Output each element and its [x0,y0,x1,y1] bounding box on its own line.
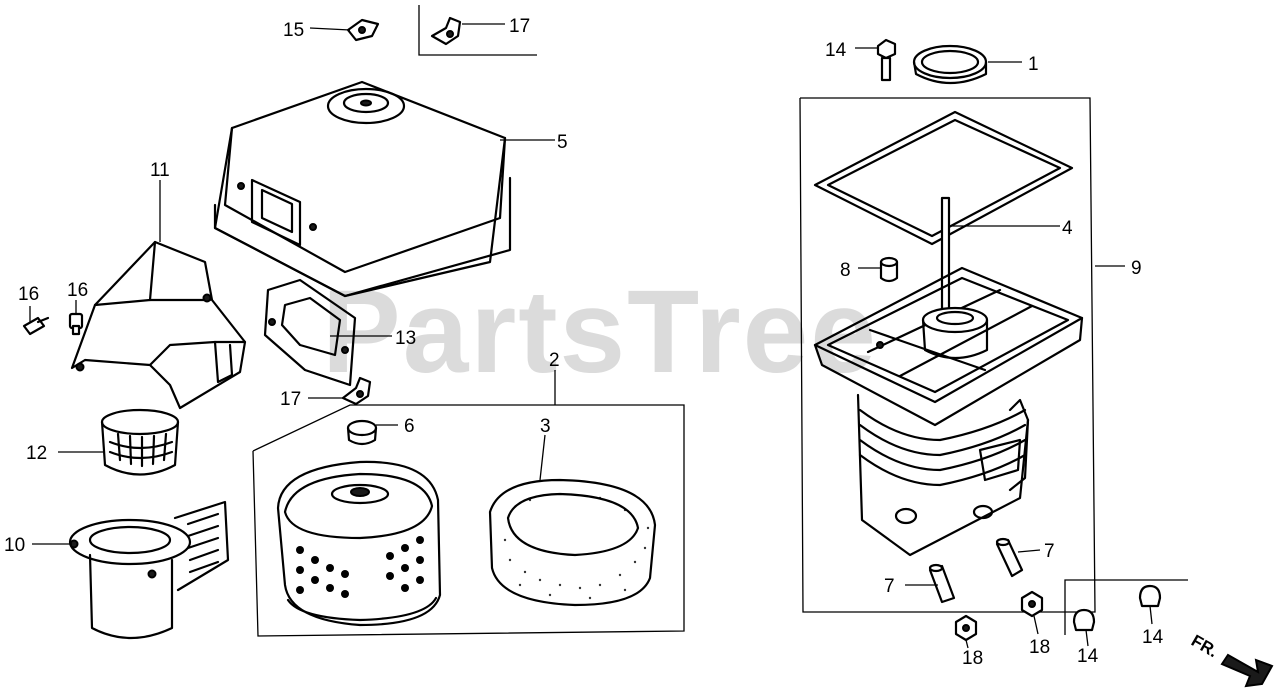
callout-16-a: 16 [18,284,39,305]
callout-7-a: 7 [1044,541,1055,562]
part-16-screw-b[interactable] [68,312,84,336]
part-2-paper-element[interactable] [276,460,442,627]
part-17-wing-nut-mid[interactable] [341,376,372,406]
callout-6: 6 [404,416,415,437]
callout-17-mid: 17 [280,389,301,410]
callout-14-top: 14 [825,40,847,61]
direction-label: FR. [1188,631,1221,661]
part-4-gasket[interactable] [813,110,1074,246]
leader-lines [29,23,1153,649]
part-5-air-cleaner-cover[interactable] [213,80,512,298]
part-13-gasket-plate[interactable] [263,278,357,387]
front-arrow-icon [1220,653,1274,688]
bracket-17-top [418,5,537,56]
callout-10: 10 [4,535,25,556]
part-14-cap-nut-b[interactable] [1138,584,1162,608]
part-3-foam-element[interactable] [488,478,657,607]
watermark: PartsTree [322,266,878,398]
part-18-nut-b[interactable] [1020,590,1044,618]
part-14-bolt-top[interactable] [876,38,897,82]
callout-3: 3 [540,416,551,437]
callout-2: 2 [549,350,560,371]
callout-14-a: 14 [1077,646,1099,667]
callout-12: 12 [26,443,47,464]
callout-labels: 15 17 5 11 16 16 13 12 10 17 6 2 3 14 1 … [4,16,1164,669]
bracket-2-element-set [252,404,685,637]
part-12-filter-element[interactable] [100,408,180,476]
callout-5: 5 [557,132,568,153]
part-8-collar[interactable] [879,256,899,283]
callout-15: 15 [283,20,304,41]
part-7-tube-a[interactable] [995,537,1024,578]
part-15-clip[interactable] [346,18,380,42]
callout-18-a: 18 [962,648,983,669]
part-11-outer-cover[interactable] [70,240,247,410]
callout-7-b: 7 [884,576,895,597]
callout-13: 13 [395,328,416,349]
bracket-14-cap-nuts [1064,579,1188,635]
part-7-tube-b[interactable] [928,563,956,604]
part-6-grommet[interactable] [346,419,378,446]
callout-9: 9 [1131,258,1142,279]
part-10-cleaner-case[interactable] [68,500,230,640]
part-17-wing-nut-top[interactable] [430,16,462,46]
callout-17-top: 17 [509,16,530,37]
callout-8: 8 [840,260,851,281]
part-14-cap-nut-a[interactable] [1072,608,1096,632]
front-direction-indicator: FR. [1188,631,1274,688]
part-18-nut-a[interactable] [954,614,978,642]
part-16-screw-a[interactable] [22,316,50,336]
callout-4: 4 [1062,218,1073,239]
callout-1: 1 [1028,54,1039,75]
callout-14-b: 14 [1142,627,1164,648]
callout-18-b: 18 [1029,637,1050,658]
callout-11: 11 [150,160,170,181]
part-1-seal-ring[interactable] [912,44,988,84]
bracket-9-assembly [799,97,1096,613]
callout-16-b: 16 [67,280,88,301]
part-9-cleaner-case[interactable] [813,196,1084,557]
